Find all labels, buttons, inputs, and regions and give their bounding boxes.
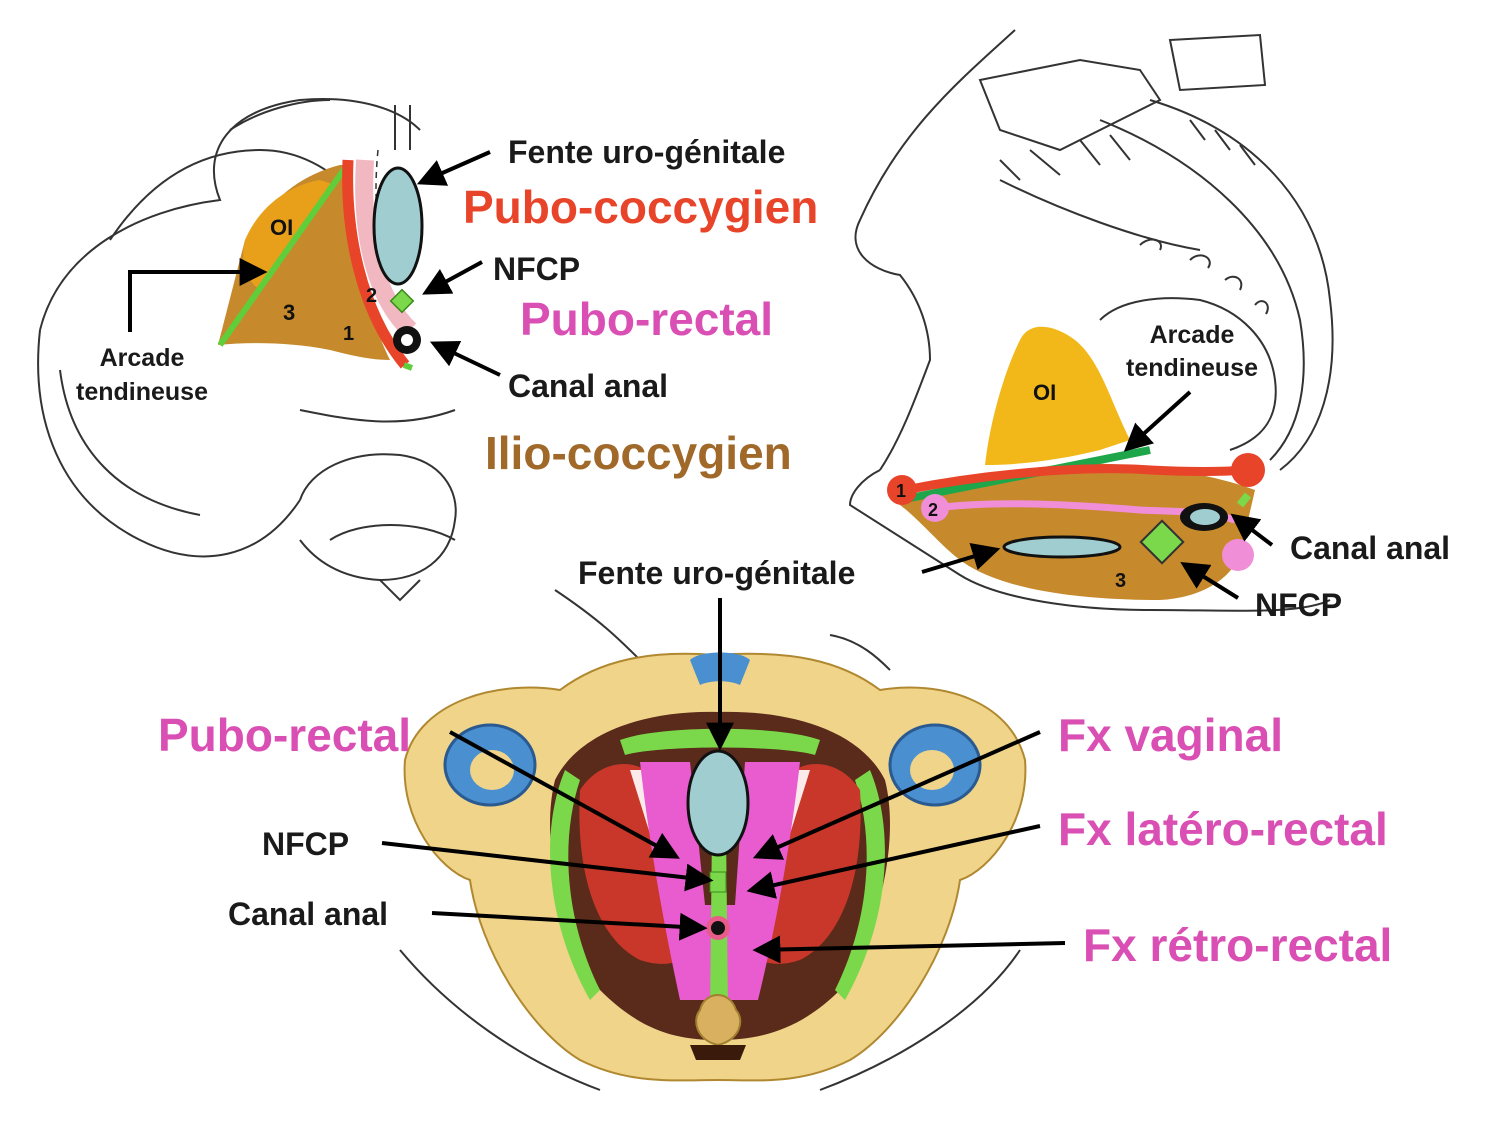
pubo-rectal-label-top: Pubo-rectal xyxy=(520,293,773,345)
num-2-top-right: 2 xyxy=(928,500,938,520)
top-right-panel: 1 2 3 OI Arcade tendineuse Canal anal NF… xyxy=(848,29,1450,623)
num-1-top-left: 1 xyxy=(343,323,354,345)
arcade-arrow-top-left xyxy=(128,258,268,332)
pubo-rectal-band xyxy=(355,159,417,337)
num-2-top-left: 2 xyxy=(366,285,377,307)
nfcp-label-top-right: NFCP xyxy=(1255,587,1342,623)
pubo-rectal-arrow-bottom xyxy=(449,730,680,859)
oi-label-top-right: OI xyxy=(1033,380,1056,405)
nfcp-arrow-top-left xyxy=(422,260,483,295)
pubo-coccygien-band-right xyxy=(904,464,1249,495)
arcade-tendineuse-line xyxy=(217,166,348,347)
pubo-coccygien-band xyxy=(342,159,410,369)
bottom-panel: Fente uro-génitale Pubo-rectal NFCP Cana… xyxy=(158,543,1392,1091)
canal-arrow-top-right xyxy=(1230,513,1274,547)
oi-label-top-left: OI xyxy=(270,215,293,240)
sacrum-outline xyxy=(848,29,1334,612)
canal-arrow-bottom xyxy=(431,911,708,941)
arcade-label-2-top-left: tendineuse xyxy=(76,378,208,406)
arcade-green-left xyxy=(550,770,600,1000)
ilio-coccygien-label: Ilio-coccygien xyxy=(485,427,792,479)
fente-arrow-right-panel xyxy=(921,543,1001,574)
num-3-top-left: 3 xyxy=(283,300,295,325)
nfcp-label-top-left: NFCP xyxy=(493,251,580,287)
fx-vaginal-label: Fx vaginal xyxy=(1058,709,1283,761)
fx-vaginal-arrow xyxy=(752,730,1041,860)
nfcp-shape-bottom xyxy=(709,871,727,893)
fente-arrow-top-left xyxy=(416,150,491,186)
nfcp-diamond-right xyxy=(1139,519,1185,565)
fx-retro-arrow xyxy=(752,935,1066,964)
fente-uro-genitale-shape-bottom xyxy=(686,749,750,857)
fente-uro-genitale-shape xyxy=(372,166,424,286)
canal-label-top-right: Canal anal xyxy=(1290,530,1450,566)
arcade-label-2-top-right: tendineuse xyxy=(1126,354,1258,382)
fx-latero-arrow xyxy=(746,824,1041,899)
canal-label-bottom: Canal anal xyxy=(228,896,388,932)
num-3-top-right: 3 xyxy=(1115,570,1126,592)
pubo-rectal-label-bottom: Pubo-rectal xyxy=(158,709,411,761)
fx-latero-label: Fx latéro-rectal xyxy=(1058,803,1388,855)
top-left-panel: 3 2 1 OI Arcade tendineuse Fente uro-gén… xyxy=(37,98,818,602)
fente-uro-genitale-shape-right xyxy=(1002,535,1122,559)
fente-label-top-left: Fente uro-génitale xyxy=(508,134,785,170)
arcade-label-1-top-left: Arcade xyxy=(100,344,185,372)
nfcp-arrow-top-right xyxy=(1180,562,1240,600)
num-1-top-right: 1 xyxy=(896,481,906,501)
arcade-label-1-top-right: Arcade xyxy=(1150,321,1235,349)
nfcp-label-bottom: NFCP xyxy=(262,826,349,862)
arcade-arrow-top-right xyxy=(1123,390,1192,452)
nfcp-arrow-bottom xyxy=(381,841,714,892)
obturator-internus-region-right xyxy=(985,326,1130,465)
nfcp-diamond xyxy=(389,288,415,314)
fx-retro-label: Fx rétro-rectal xyxy=(1083,919,1392,971)
canal-arrow-top-left xyxy=(429,341,501,377)
arcade-green-right xyxy=(835,770,885,1000)
canal-label-top-left: Canal anal xyxy=(508,368,668,404)
pubo-coccygien-label: Pubo-coccygien xyxy=(463,181,818,233)
pelvis-outline-top-left xyxy=(37,98,457,602)
fente-label-bottom: Fente uro-génitale xyxy=(578,555,855,591)
